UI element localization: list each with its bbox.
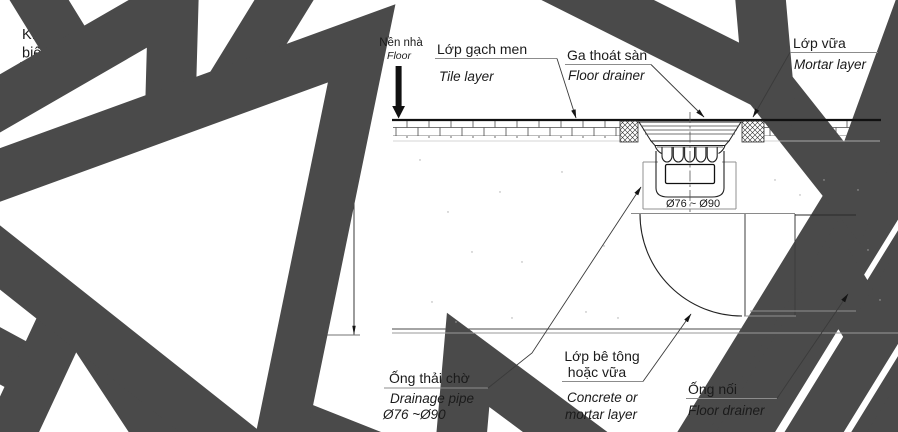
elbow-curve: [639, 213, 743, 317]
concrete-speckle-dots: [419, 159, 881, 323]
floor-arrow-icon: [392, 66, 405, 119]
concrete-leader-arrow: [642, 313, 692, 382]
mortar-label-en: Mortar layer: [794, 57, 867, 72]
tile-layer: [392, 118, 881, 142]
tile-layer-label: Lớp gạch men Tile layer: [435, 41, 577, 119]
floor-label-en: Floor: [387, 50, 411, 62]
tile-layer-right: [764, 121, 880, 138]
tile-leader-arrow: [556, 58, 577, 119]
mortar-label-vi: Lớp vữa: [793, 35, 846, 51]
mortar-block-right: [741, 120, 765, 143]
tile-layer-left: [393, 121, 620, 138]
concrete-label-vi1: Lớp bê tông: [564, 348, 639, 364]
floor-label: Nền nhà Floor: [379, 37, 423, 119]
concrete-label-en2: mortar layer: [565, 407, 638, 422]
drainer-label-vi: Ga thoát sàn: [567, 47, 647, 63]
aggregate-triangle: [354, 0, 769, 119]
floor-label-vi: Nền nhà: [379, 37, 423, 49]
connector-label-en: Floor drainer: [688, 403, 765, 418]
waste-pipe-label-en: Drainage pipe: [390, 391, 474, 406]
waste-pipe-label-vi: Ống thải chờ: [389, 369, 470, 386]
waste-pipe-leader-arrow: [487, 186, 642, 389]
bell-sides: [654, 145, 726, 154]
tile-label-vi: Lớp gạch men: [437, 41, 527, 57]
pipe-diameter-text: Ø76 ~ Ø90: [666, 198, 720, 210]
connector-label-vi: Ống nối: [688, 380, 737, 397]
tile-label-en: Tile layer: [439, 69, 494, 84]
floor-drain-assembly: Ø76 ~ Ø90: [631, 112, 795, 214]
waste-pipe-label: Ống thải chờ Drainage pipe Ø76 ~Ø90: [382, 186, 642, 422]
waste-pipe: [642, 161, 737, 210]
slab-lines: [392, 328, 898, 334]
mortar-leader-arrow: [752, 52, 791, 118]
floor-drainer-label: Ga thoát sàn Floor drainer: [565, 47, 705, 118]
connector-pipe-label: Ống nối Floor drainer: [686, 293, 849, 418]
mortar-block-left: [619, 120, 639, 143]
connector-leader-arrow: [776, 293, 849, 399]
drainer-label-en: Floor drainer: [568, 68, 645, 83]
mortar-layer-label: Lớp vữa Mortar layer: [752, 35, 878, 118]
elbow-pipe: [639, 213, 856, 317]
drainer-leader-arrow: [650, 64, 705, 118]
concrete-label-en1: Concrete or: [567, 390, 638, 405]
waste-pipe-label-diameter: Ø76 ~Ø90: [382, 407, 446, 422]
concrete-layer-label: Lớp bê tông hoặc vữa Concrete or mortar …: [562, 313, 692, 422]
concrete-label-vi2: hoặc vữa: [568, 364, 627, 380]
